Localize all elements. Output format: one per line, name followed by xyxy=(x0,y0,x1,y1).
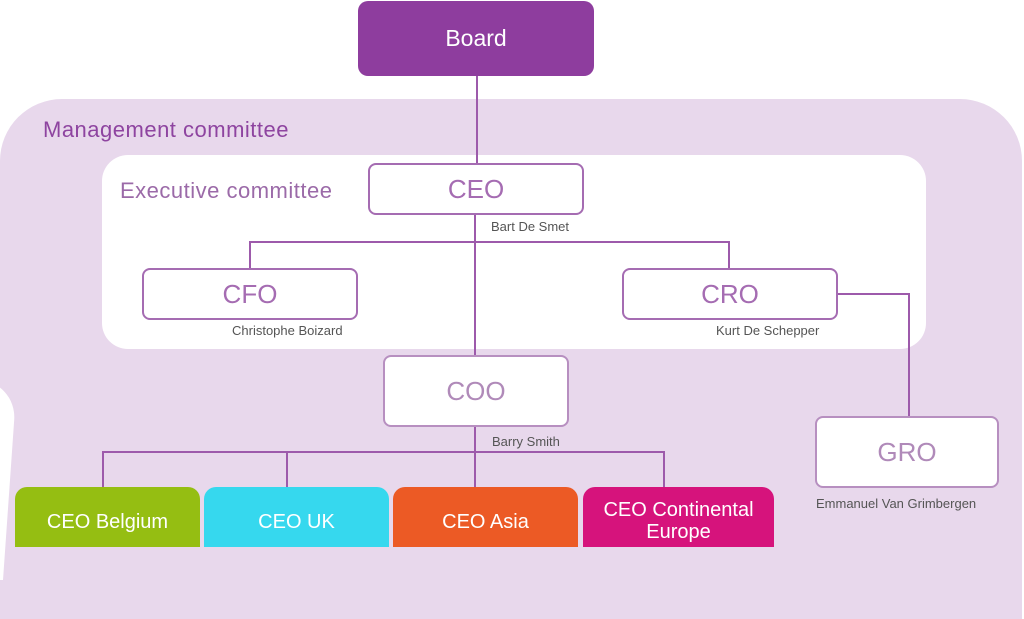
ceo-belgium-title: CEO Belgium xyxy=(46,511,169,533)
board-box[interactable]: Board xyxy=(358,1,594,76)
ceo-box[interactable]: CEO xyxy=(368,163,584,215)
coo-box[interactable]: COO xyxy=(383,355,569,427)
cro-title: CRO xyxy=(701,278,759,309)
connector-board-ceo xyxy=(476,75,478,164)
executive-committee-label: Executive committee xyxy=(120,178,333,203)
ceo-asia-box[interactable]: CEO Asia xyxy=(393,487,578,547)
ceo-name: Bart De Smet xyxy=(491,219,570,234)
gro-name: Emmanuel Van Grimbergen xyxy=(816,496,977,511)
coo-name: Barry Smith xyxy=(492,434,560,449)
ceo-uk-title: CEO UK xyxy=(258,511,335,533)
connector-ceo-coo xyxy=(474,215,476,356)
cro-name: Kurt De Schepper xyxy=(716,323,820,338)
connector-to-cfo xyxy=(249,241,251,269)
coo-title: COO xyxy=(446,375,506,406)
ceo-belgium-box[interactable]: CEO Belgium xyxy=(15,487,200,547)
ceo-title: CEO xyxy=(447,173,505,204)
ceo-asia-title: CEO Asia xyxy=(442,511,529,533)
management-committee-label: Management committee xyxy=(43,117,289,142)
connector-exec-horizontal xyxy=(249,241,730,243)
ceo-continental-europe-box[interactable]: CEO Continental Europe xyxy=(583,487,774,547)
cfo-name: Christophe Boizard xyxy=(232,323,343,338)
ceo-uk-box[interactable]: CEO UK xyxy=(204,487,389,547)
cro-box[interactable]: CRO xyxy=(622,268,838,320)
connector-to-cro xyxy=(728,241,730,269)
connector-to-ceo-uk xyxy=(286,451,288,488)
connector-to-ceo-belgium xyxy=(102,451,104,488)
ceo-continental-europe-title: CEO Continental Europe xyxy=(603,499,754,543)
cfo-box[interactable]: CFO xyxy=(142,268,358,320)
cfo-title: CFO xyxy=(222,278,278,309)
connector-to-gro xyxy=(908,293,910,417)
connector-coo-down xyxy=(474,426,476,488)
gro-title: GRO xyxy=(877,436,937,467)
gro-box[interactable]: GRO xyxy=(815,416,999,488)
board-title: Board xyxy=(445,25,507,51)
connector-to-ceo-continental-europe xyxy=(663,451,665,488)
connector-regions-horizontal xyxy=(102,451,665,453)
connector-cro-right xyxy=(838,293,910,295)
